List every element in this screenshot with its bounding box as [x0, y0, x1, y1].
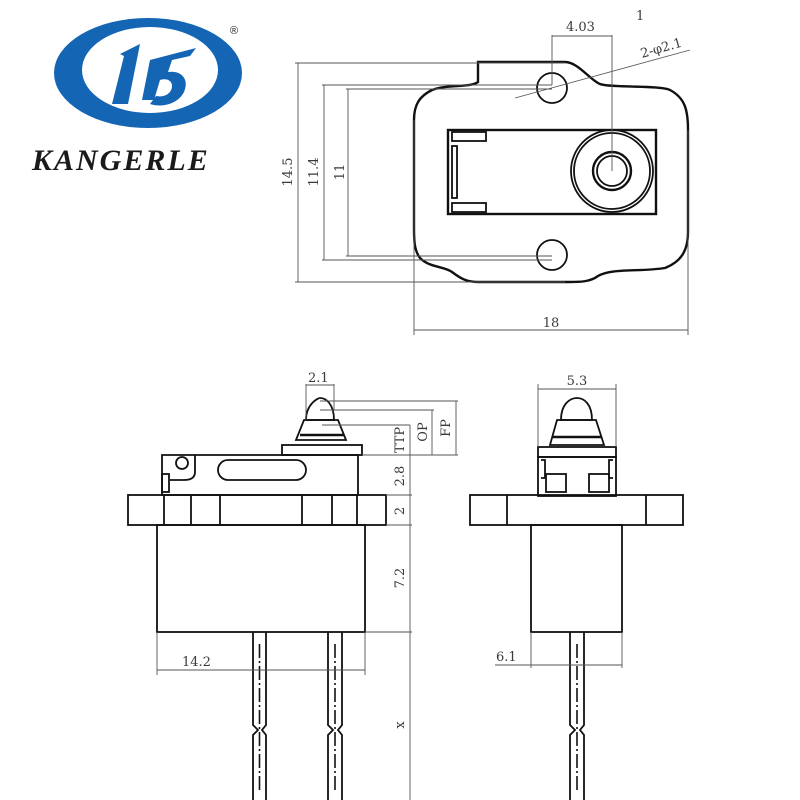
side-slot — [451, 145, 458, 199]
lead-wire-left — [252, 632, 267, 800]
side-actuator-plate — [537, 446, 617, 458]
side-plunger-dome — [560, 397, 593, 421]
lead-wire-right — [327, 632, 343, 800]
mounting-hole-bottom — [536, 239, 568, 271]
dim-fp: FP — [439, 419, 454, 437]
flange-outline — [412, 60, 690, 284]
plunger-dome — [305, 397, 335, 421]
dim-hole-offset: 4.03 — [566, 20, 595, 35]
dim-flange: 2 — [393, 507, 408, 515]
dim-body: 7.2 — [393, 568, 408, 589]
side-lead-wire — [569, 632, 585, 800]
top-clip — [451, 131, 487, 142]
dim-housing-top: 2.8 — [393, 466, 408, 487]
kangerle-logo: ® KANGERLE — [31, 18, 242, 177]
lever-bracket — [170, 455, 196, 481]
housing-slot — [217, 459, 307, 481]
corner-mark: 1 — [636, 9, 644, 24]
plunger-base — [294, 419, 348, 441]
housing-top — [161, 454, 359, 496]
registered-mark: ® — [230, 25, 238, 37]
side-view: 5.3 6.1 — [469, 374, 684, 800]
dim-ttp: TTP — [393, 427, 408, 454]
side-flange — [469, 494, 684, 526]
bottom-clip — [451, 202, 487, 213]
dim-side-body-width: 6.1 — [496, 650, 517, 665]
dim-height-outer: 14.5 — [281, 158, 296, 187]
front-view: 2.1 TTP OP FP 2.8 2 7.2 x 14.2 — [127, 371, 458, 800]
dim-side-plunger-width: 5.3 — [567, 374, 588, 389]
actuator-plate — [281, 444, 363, 456]
lever-tab — [161, 473, 170, 493]
dim-plunger-width: 2.1 — [308, 371, 329, 386]
inner-housing — [446, 128, 658, 216]
dim-op: OP — [416, 422, 431, 442]
dim-height-mid: 11.4 — [307, 158, 322, 187]
side-housing — [537, 456, 617, 497]
logo-emblem-icon — [54, 18, 242, 128]
brand-name: KANGERLE — [31, 144, 210, 177]
side-clip-left — [545, 473, 567, 493]
side-clip-right — [588, 473, 610, 493]
flange — [127, 494, 387, 526]
side-plunger-base — [548, 419, 606, 446]
top-view: 4.03 2-φ2.1 1 14.5 11.4 11 18 — [281, 9, 691, 335]
dim-lead-length: x — [393, 721, 408, 729]
dim-body-width: 14.2 — [182, 655, 211, 670]
pivot-pin — [175, 456, 189, 470]
dim-width: 18 — [543, 316, 560, 331]
dim-height-hole-pitch: 11 — [333, 164, 348, 181]
side-body — [530, 524, 623, 633]
switch-body — [156, 524, 366, 633]
